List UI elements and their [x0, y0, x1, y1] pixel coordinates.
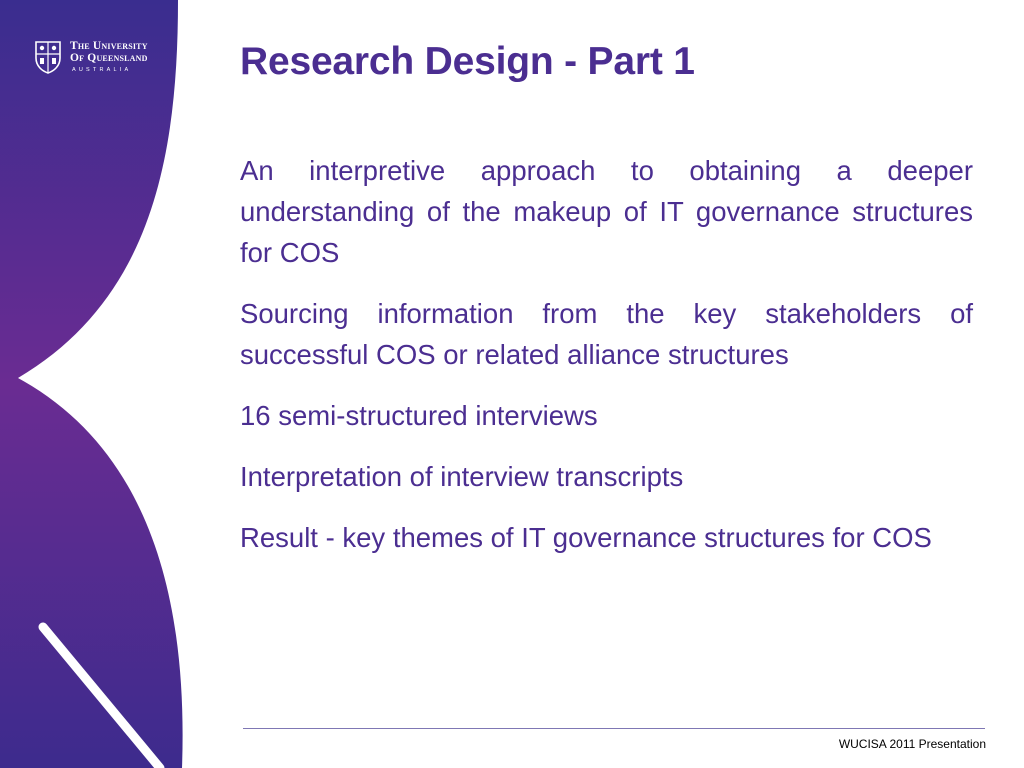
bullet-point: Interpretation of interview transcripts — [240, 461, 684, 492]
bullet-list: An interpretive approach to obtaining a … — [240, 150, 973, 578]
logo-line-3: AUSTRALIA — [72, 66, 132, 73]
logo-text: The University Of Queensland AUSTRALIA — [70, 39, 148, 74]
slide-title: Research Design - Part 1 — [240, 40, 695, 83]
sidebar-shape — [0, 0, 183, 768]
logo-line-1: The University — [70, 39, 148, 52]
logo-line-2: Of Queensland — [70, 52, 148, 65]
university-logo: The University Of Queensland AUSTRALIA — [34, 40, 148, 74]
bullet-point: Result - key themes of IT governance str… — [240, 522, 932, 553]
bullet-point: 16 semi-structured interviews — [240, 400, 598, 431]
bullet-point: An interpretive approach to obtaining a … — [240, 155, 973, 268]
crest-icon — [35, 41, 61, 74]
diagonal-stroke — [38, 622, 165, 768]
bullet-point: Sourcing information from the key stakeh… — [240, 298, 973, 370]
footer-divider — [243, 728, 985, 729]
sidebar-decoration — [0, 0, 183, 768]
footer-text: WUCISA 2011 Presentation — [838, 737, 986, 751]
